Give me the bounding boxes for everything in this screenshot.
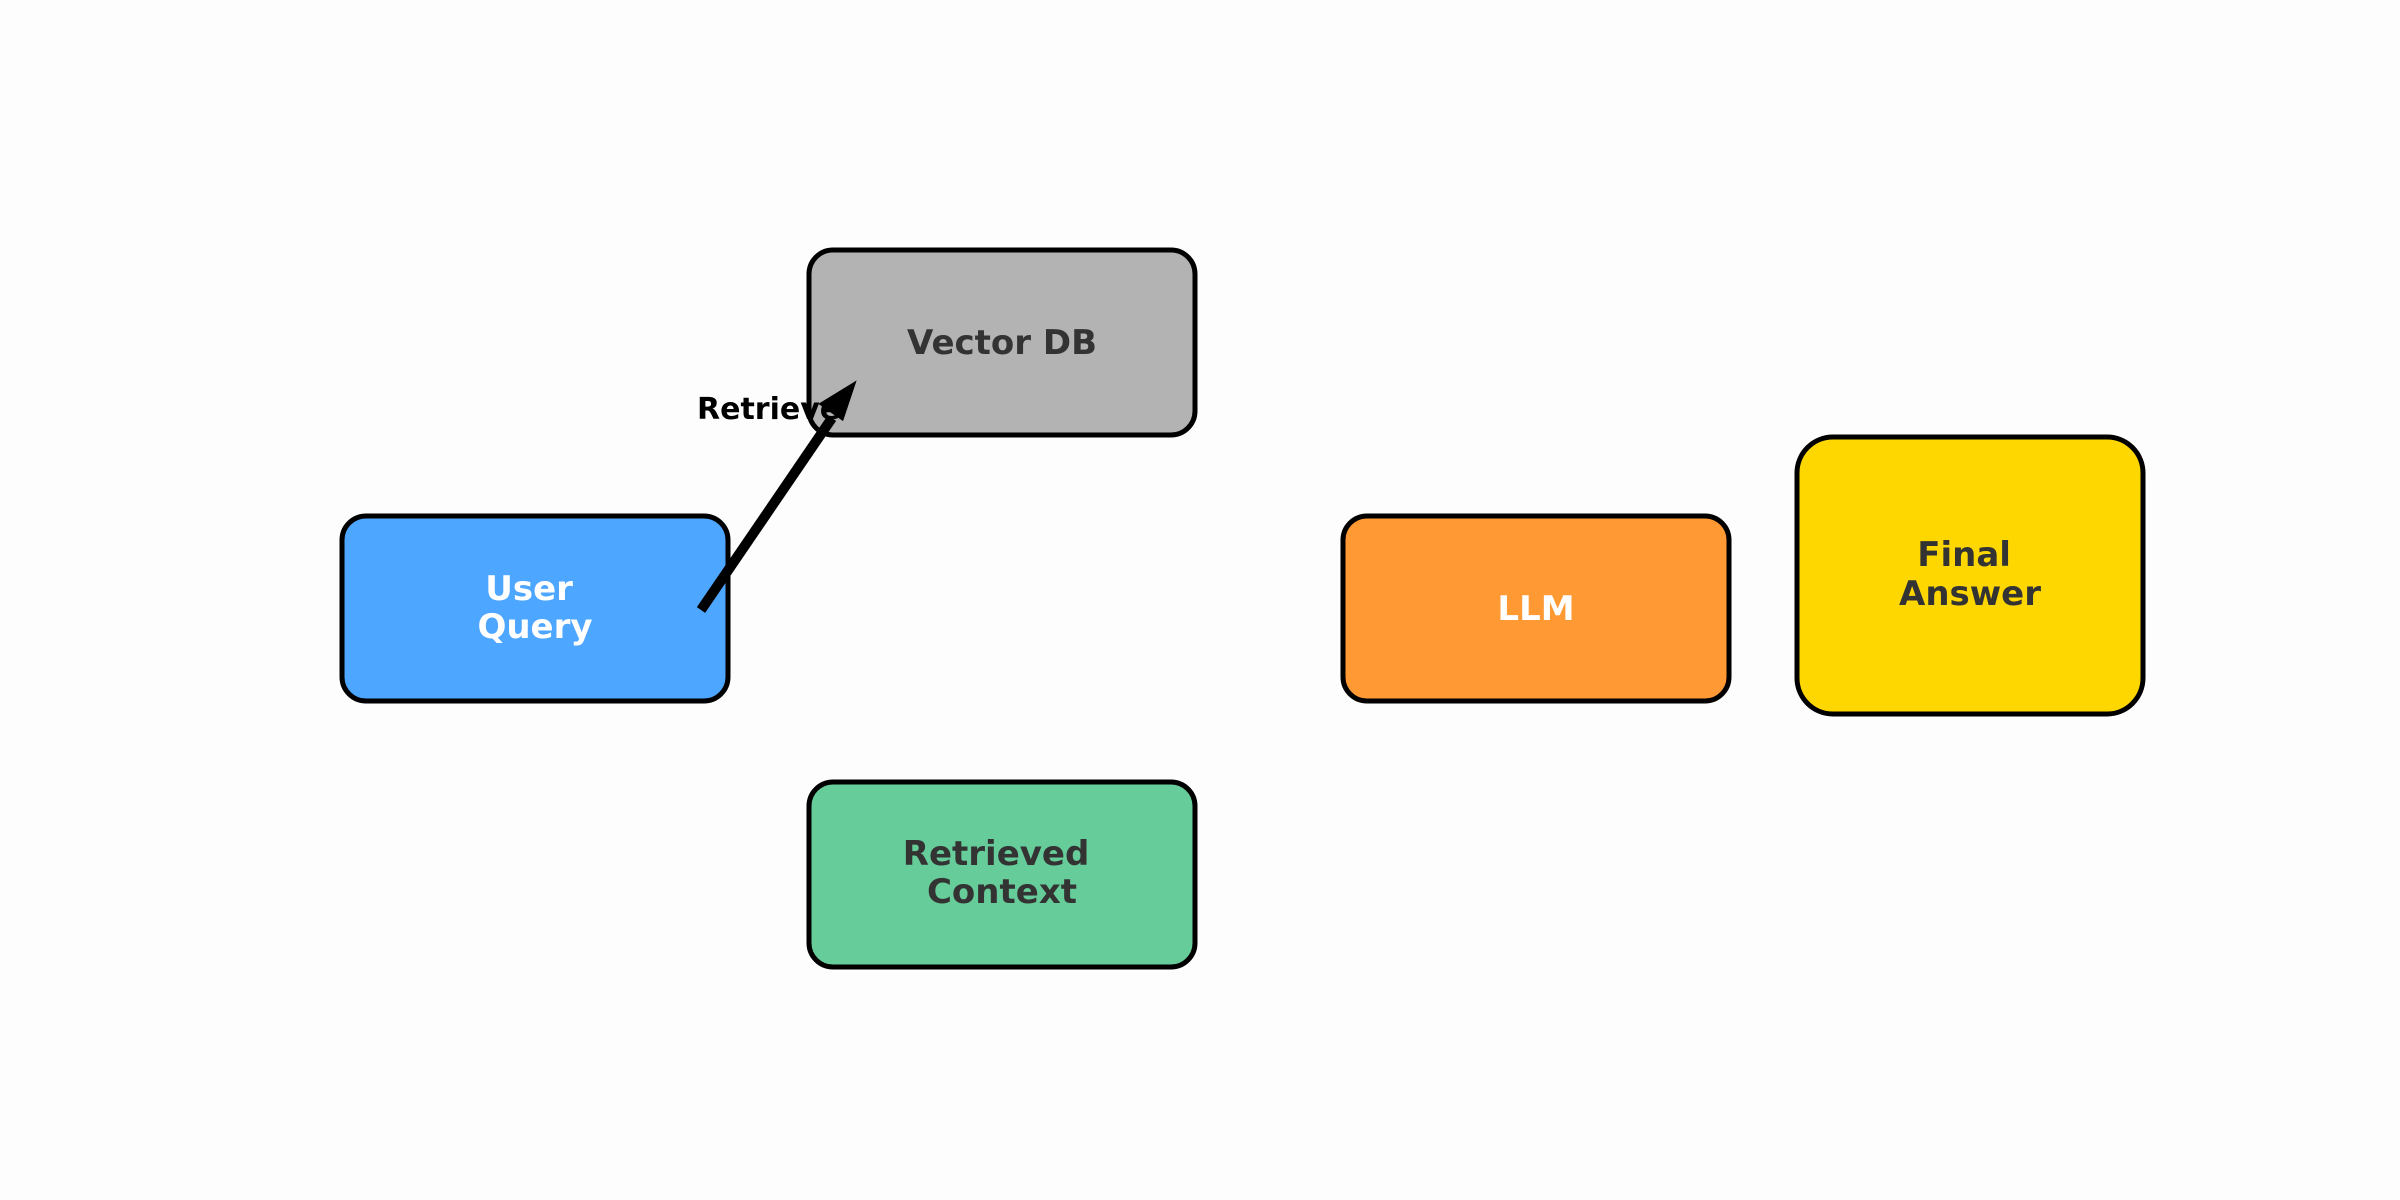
- node-llm-label: LLM: [1497, 589, 1574, 629]
- edge-retrieve-shaft: [696, 415, 837, 613]
- node-llm-box: [1340, 513, 1732, 704]
- node-final-answer-label-line-1: Final: [1917, 535, 2011, 575]
- node-vector-db: Vector DB: [806, 247, 1198, 438]
- node-final-answer-box: [1794, 434, 2146, 717]
- node-retrieved-context-label-line-2: Context: [927, 872, 1077, 912]
- edge-retrieve-label: Retrieve: [697, 392, 840, 427]
- node-retrieved-context-label-line-1: Retrieved: [903, 834, 1090, 874]
- node-retrieved-context-box: [806, 779, 1198, 970]
- node-final-answer-label: Final Answer: [1899, 535, 2041, 614]
- node-user-query-label-line-1: User: [485, 569, 573, 609]
- node-final-answer-label-line-2: Answer: [1899, 574, 2041, 614]
- edge-retrieve-arrowhead: [818, 380, 857, 422]
- node-llm-label-line-1: LLM: [1497, 589, 1574, 629]
- node-user-query-box: [339, 513, 731, 704]
- node-vector-db-box: [806, 247, 1198, 438]
- node-llm: LLM: [1340, 513, 1732, 704]
- node-retrieved-context-label: Retrieved Context: [903, 834, 1101, 912]
- edge-retrieve: Retrieve: [696, 380, 857, 613]
- node-user-query-label: User Query: [477, 569, 592, 647]
- node-user-query-label-line-2: Query: [477, 607, 592, 647]
- node-vector-db-label: Vector DB: [907, 323, 1097, 363]
- node-vector-db-label-line-1: Vector DB: [907, 323, 1097, 363]
- node-retrieved-context: Retrieved Context: [806, 779, 1198, 970]
- node-final-answer: Final Answer: [1794, 434, 2146, 717]
- node-user-query: User Query: [339, 513, 731, 704]
